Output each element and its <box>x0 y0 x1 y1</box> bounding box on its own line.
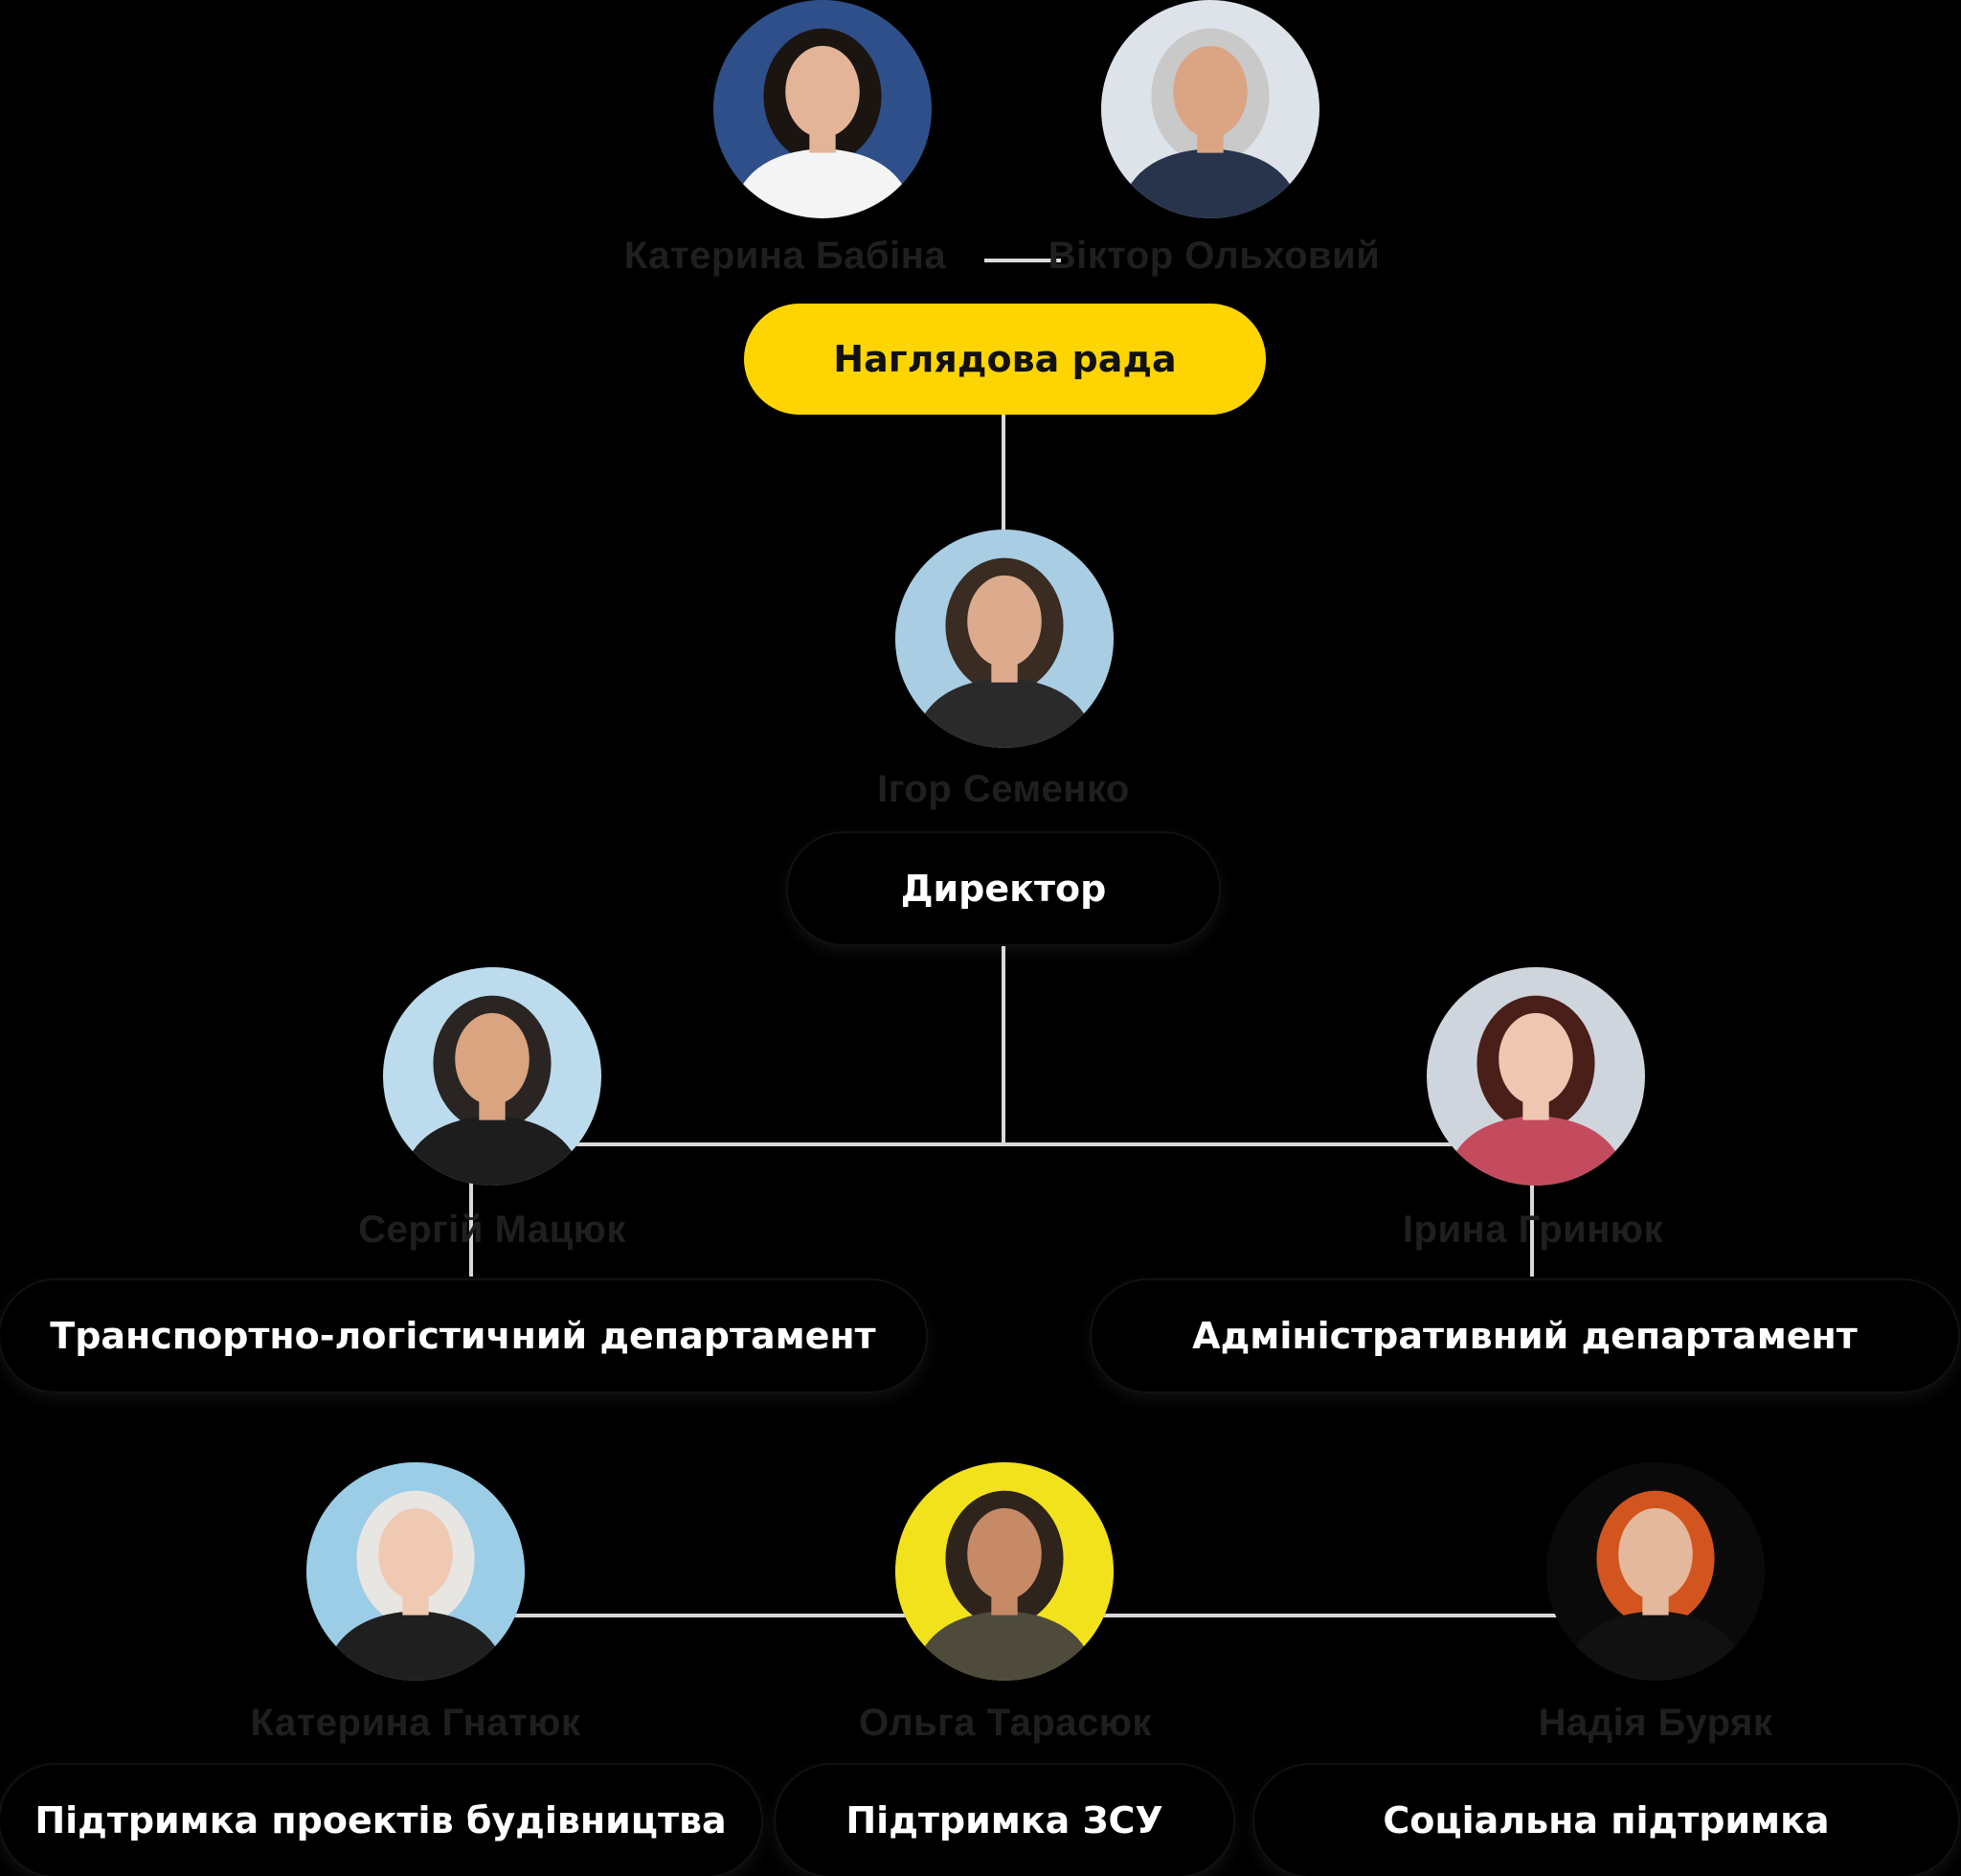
avatar-program-army <box>895 1462 1114 1681</box>
department-left-connector <box>469 1142 473 1277</box>
department-admin-head-name: Ірина Гринюк <box>1402 1209 1664 1251</box>
person-photo-icon <box>895 530 1114 748</box>
program-construction-pill: Підтримка проектів будівництва <box>0 1765 761 1876</box>
avatar-department-transport <box>383 967 601 1186</box>
person-photo-icon <box>713 0 932 218</box>
department-right-connector <box>1530 1142 1534 1277</box>
director-name: Ігор Семенко <box>877 768 1130 810</box>
department-admin-pill: Адміністративний департамент <box>1092 1280 1958 1391</box>
board-label-pill: Наглядова рада <box>744 304 1266 415</box>
person-photo-icon <box>1427 967 1645 1186</box>
department-transport-pill: Транспортно-логістичний департамент <box>0 1280 926 1391</box>
department-transport-head-name: Сергій Мацюк <box>358 1209 626 1251</box>
program-construction-lead-name: Катерина Гнатюк <box>250 1702 581 1744</box>
director-departments-connector <box>1002 943 1005 1144</box>
avatar-program-construction <box>306 1462 525 1681</box>
program-social-pill: Соціальна підтримка <box>1254 1765 1958 1876</box>
avatar-board-member-2 <box>1101 0 1319 218</box>
avatar-board-member-1 <box>713 0 932 218</box>
avatar-director <box>895 530 1114 748</box>
board-members-connector <box>984 259 1061 262</box>
avatar-department-admin <box>1427 967 1645 1186</box>
program-army-lead-name: Ольга Тарасюк <box>859 1702 1152 1744</box>
program-social-lead-name: Надія Буряк <box>1538 1702 1773 1744</box>
board-director-connector <box>1002 412 1005 531</box>
board-member-1-name: Катерина Бабіна <box>623 235 947 277</box>
person-photo-icon <box>1546 1462 1765 1681</box>
director-label-pill: Директор <box>788 833 1219 944</box>
person-photo-icon <box>383 967 601 1186</box>
departments-horizontal-connector <box>469 1142 1534 1146</box>
person-photo-icon <box>306 1462 525 1681</box>
person-photo-icon <box>1101 0 1319 218</box>
avatar-program-social <box>1546 1462 1765 1681</box>
board-member-2-name: Віктор Ольховий <box>1048 235 1381 277</box>
program-army-pill: Підтримка ЗСУ <box>776 1765 1233 1876</box>
person-photo-icon <box>895 1462 1114 1681</box>
